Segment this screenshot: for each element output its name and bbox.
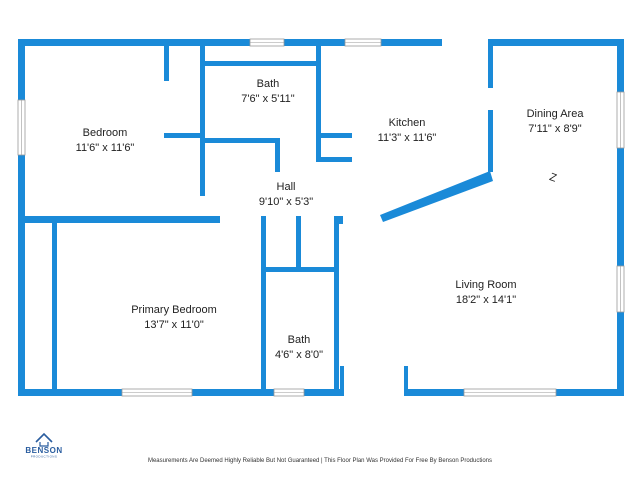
- windows: [17, 38, 625, 397]
- wall-4: [488, 39, 624, 46]
- room-1: Bath 7'6" x 5'11": [241, 78, 294, 105]
- wall-22: [52, 223, 57, 396]
- house-roof-icon: [35, 432, 53, 447]
- wall-18: [316, 133, 321, 161]
- footer-disclaimer: Measurements Are Deemed Highly Reliable …: [147, 458, 493, 464]
- room-name: Hall: [277, 181, 296, 193]
- room-labels: Bedroom 11'6" x 11'6" Bath 7'6" x 5'11" Kitc…: [76, 78, 585, 361]
- room-name: Living Room: [455, 279, 516, 291]
- window-7: [463, 388, 557, 397]
- compass-marker: Z: [548, 171, 559, 185]
- wall-9: [18, 216, 220, 223]
- wall-23: [261, 216, 266, 389]
- window-6: [273, 388, 305, 397]
- logo-name: BENSON: [25, 446, 62, 455]
- room-size: 9'10" x 5'3": [259, 196, 313, 208]
- wall-26: [334, 216, 339, 389]
- room-4: Hall 9'10" x 5'3": [259, 181, 313, 208]
- wall-2: [248, 39, 342, 46]
- room-0: Bedroom 11'6" x 11'6": [76, 127, 135, 154]
- window-0: [249, 38, 285, 47]
- window-3: [616, 91, 625, 149]
- window-5: [121, 388, 193, 397]
- room-7: Bath 4'6" x 8'0": [275, 334, 323, 361]
- wall-25: [296, 216, 301, 269]
- wall-13: [200, 61, 316, 66]
- wall-21: [488, 110, 493, 172]
- wall-1: [164, 39, 248, 46]
- wall-17: [316, 133, 352, 138]
- wall-28: [340, 366, 344, 396]
- room-name: Dining Area: [527, 108, 585, 120]
- room-size: 7'11" x 8'9": [528, 123, 581, 135]
- wall-0: [18, 39, 164, 46]
- wall-11: [164, 133, 204, 138]
- wall-10: [164, 46, 169, 81]
- wall-20: [488, 46, 493, 88]
- room-6: Living Room 18'2" x 14'1": [455, 279, 516, 306]
- wall-12: [200, 46, 205, 196]
- wall-14: [275, 138, 280, 172]
- room-name: Kitchen: [389, 117, 426, 129]
- room-5: Primary Bedroom 13'7" x 11'0": [131, 304, 217, 331]
- room-3: Dining Area 7'11" x 8'9": [527, 108, 585, 135]
- room-size: 13'7" x 11'0": [144, 319, 204, 331]
- room-name: Bath: [288, 334, 311, 346]
- room-size: 7'6" x 5'11": [241, 93, 294, 105]
- wall-6: [617, 39, 624, 396]
- walls: [18, 39, 624, 396]
- room-size: 4'6" x 8'0": [275, 349, 323, 361]
- window-1: [344, 38, 382, 47]
- room-name: Bath: [257, 78, 280, 90]
- room-size: 11'6" x 11'6": [76, 142, 135, 154]
- room-2: Kitchen 11'3" x 11'6": [378, 117, 437, 144]
- wall-19: [316, 157, 352, 162]
- room-size: 18'2" x 14'1": [456, 294, 516, 306]
- logo-tagline: PRODUCTIONS: [31, 455, 58, 459]
- window-4: [616, 265, 625, 313]
- kitchen-diagonal-wall: [380, 171, 493, 222]
- wall-24: [266, 267, 334, 272]
- wall-3: [342, 39, 442, 46]
- wall-15: [200, 138, 280, 143]
- wall-29: [404, 366, 408, 396]
- wall-16: [316, 46, 321, 162]
- wall-27: [338, 216, 343, 224]
- room-name: Bedroom: [83, 127, 128, 139]
- window-2: [17, 99, 26, 156]
- room-name: Primary Bedroom: [131, 304, 217, 316]
- benson-logo: BENSON PRODUCTIONS: [25, 432, 62, 459]
- room-size: 11'3" x 11'6": [378, 132, 437, 144]
